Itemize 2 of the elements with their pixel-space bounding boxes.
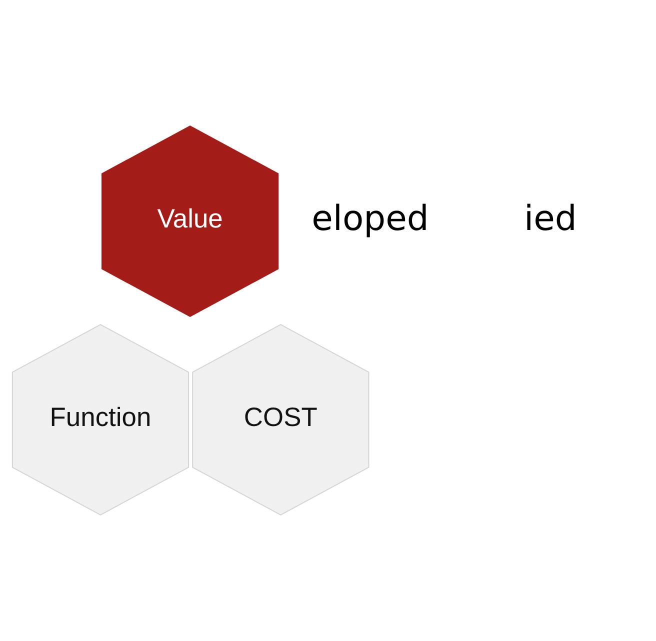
label: eloped bbox=[312, 199, 429, 240]
label: ied bbox=[524, 199, 577, 240]
